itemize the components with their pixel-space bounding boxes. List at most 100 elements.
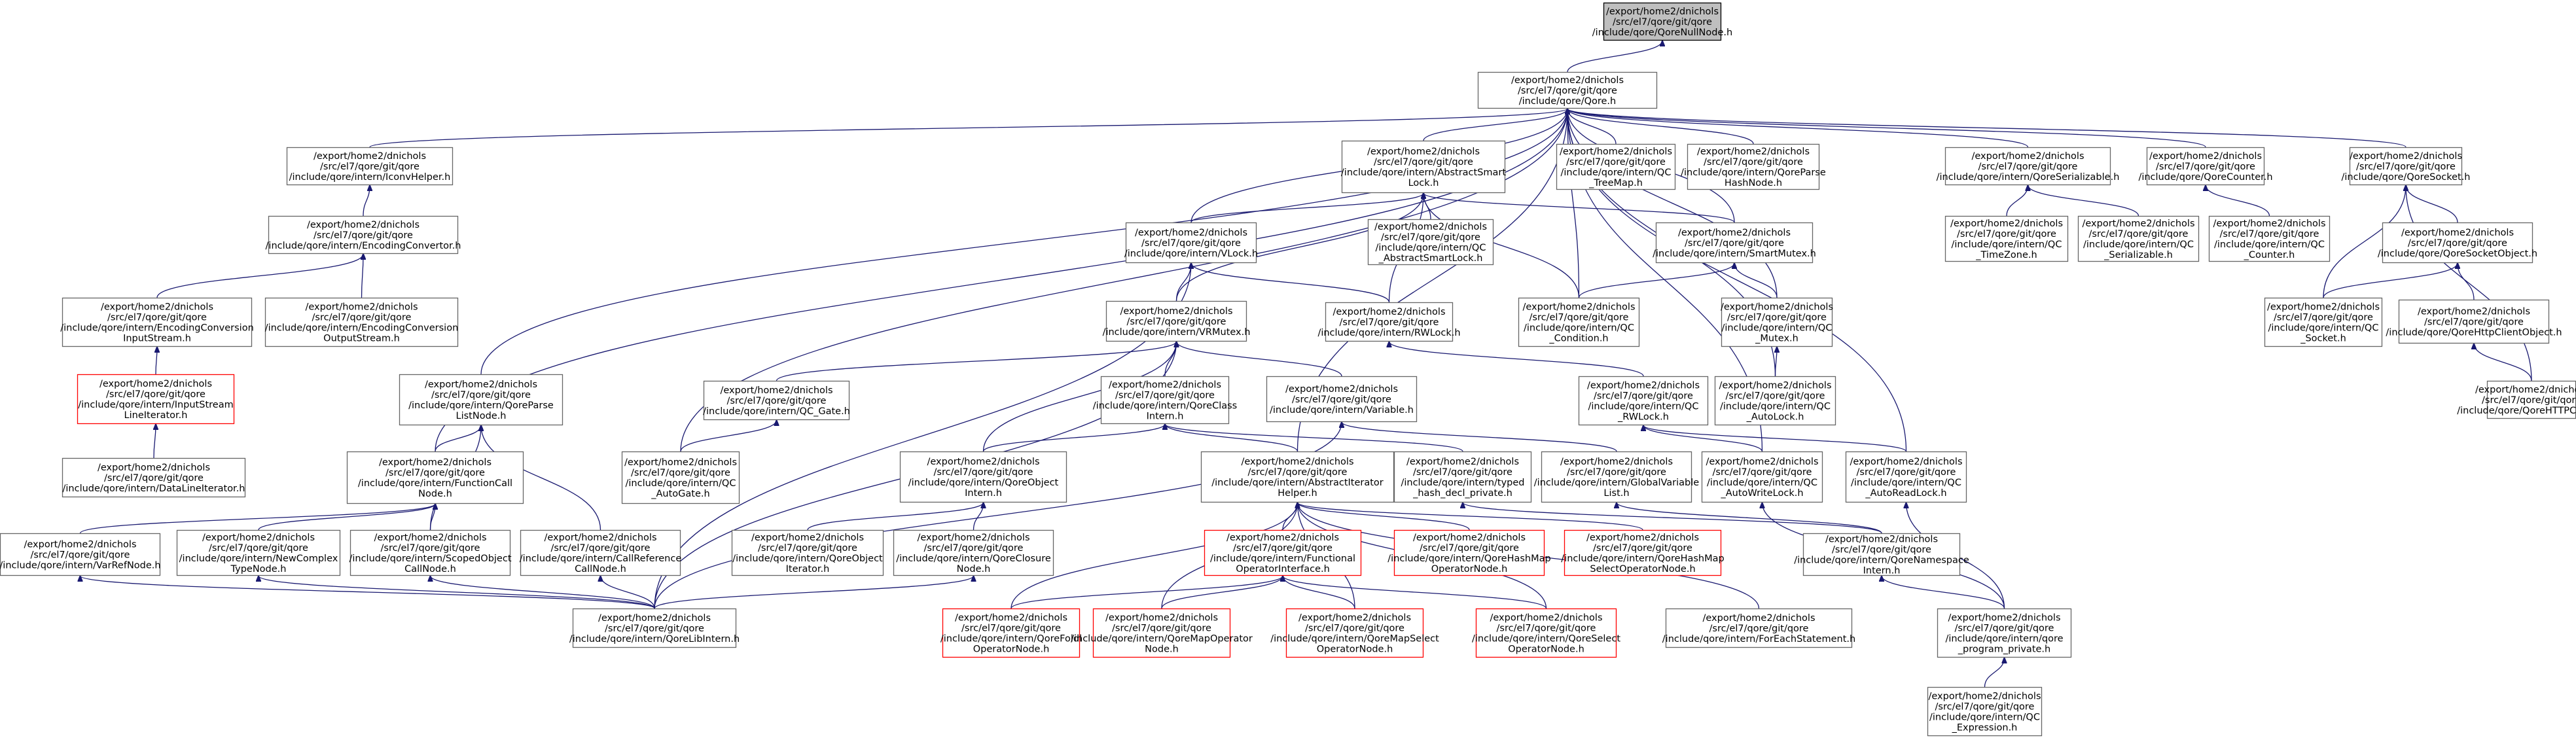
- node-parse_listnode[interactable]: /export/home2/dnichols/src/el7/qore/git/…: [399, 374, 564, 426]
- node-qc_abs_smart[interactable]: /export/home2/dnichols/src/el7/qore/git/…: [1367, 219, 1494, 266]
- node-namespace[interactable]: /export/home2/dnichols/src/el7/qore/git/…: [1794, 533, 1969, 576]
- node-call_ref[interactable]: /export/home2/dnichols/src/el7/qore/git/…: [520, 529, 682, 576]
- edge-foldl-to-functional: [1011, 576, 1283, 609]
- node-hashmap_sel[interactable]: /export/home2/dnichols/src/el7/qore/git/…: [1561, 529, 1725, 576]
- node-enc_in[interactable]: /export/home2/dnichols/src/el7/qore/git/…: [60, 297, 254, 347]
- node-http_client_obj[interactable]: /export/home2/dnichols/src/el7/qore/git/…: [2386, 299, 2562, 344]
- node-qore_counter[interactable]: /export/home2/dnichols/src/el7/qore/git/…: [2138, 147, 2273, 186]
- node-box: [1266, 376, 1418, 423]
- node-map_op[interactable]: /export/home2/dnichols/src/el7/qore/git/…: [1071, 608, 1253, 658]
- node-label-line: /include/qore/QoreHttpClientObject.h: [2386, 328, 2562, 338]
- node-qc_counter[interactable]: /export/home2/dnichols/src/el7/qore/git/…: [2208, 215, 2331, 262]
- node-box: [62, 297, 253, 347]
- edge-varref-to-function_call: [79, 504, 436, 534]
- edge-call_ref-to-parse_listnode: [481, 425, 601, 531]
- node-label-line: /include/qore/intern/QC: [1722, 323, 1833, 334]
- node-qc_timezone[interactable]: /export/home2/dnichols/src/el7/qore/git/…: [1944, 215, 2069, 262]
- edge-qore_counter-to-qore: [1567, 109, 2206, 148]
- node-label-line: /include/qore/intern/VRMutex.h: [1103, 327, 1251, 338]
- node-closure[interactable]: /export/home2/dnichols/src/el7/qore/git/…: [893, 529, 1054, 576]
- node-label-line: OperatorNode.h: [973, 644, 1050, 655]
- node-box: [1944, 147, 2111, 186]
- node-label-line: _Counter.h: [2244, 250, 2295, 260]
- edge-vrmutex-to-abs_smart: [1175, 193, 1424, 302]
- node-label-line: /export/home2/dnichols: [1242, 457, 1354, 467]
- edge-parse_hashnode-to-qore: [1567, 109, 1754, 145]
- node-variable[interactable]: /export/home2/dnichols/src/el7/qore/git/…: [1266, 376, 1418, 423]
- node-obj_iter[interactable]: /export/home2/dnichols/src/el7/qore/git/…: [731, 529, 884, 576]
- node-abs_iterator[interactable]: /export/home2/dnichols/src/el7/qore/git/…: [1200, 451, 1395, 503]
- node-scoped_obj[interactable]: /export/home2/dnichols/src/el7/qore/git/…: [349, 529, 512, 576]
- node-box: [62, 457, 246, 498]
- node-label-line: /export/home2/dnichols: [99, 379, 212, 389]
- node-abs_smart[interactable]: /export/home2/dnichols/src/el7/qore/git/…: [1341, 140, 1506, 194]
- node-new_complex[interactable]: /export/home2/dnichols/src/el7/qore/git/…: [176, 529, 341, 576]
- node-label-line: _Condition.h: [1548, 334, 1608, 344]
- node-vrmutex[interactable]: /export/home2/dnichols/src/el7/qore/git/…: [1103, 300, 1251, 342]
- node-qc_serializable[interactable]: /export/home2/dnichols/src/el7/qore/git/…: [2077, 215, 2200, 262]
- node-hashmap_op[interactable]: /export/home2/dnichols/src/el7/qore/git/…: [1387, 529, 1551, 576]
- node-qc_condition[interactable]: /export/home2/dnichols/src/el7/qore/git/…: [1518, 297, 1640, 347]
- node-parse_hashnode[interactable]: /export/home2/dnichols/src/el7/qore/git/…: [1681, 143, 1826, 190]
- node-label-line: /export/home2/dnichols: [1105, 613, 1218, 624]
- node-http_client[interactable]: /export/home2/dnichols/src/el7/qore/git/…: [2457, 380, 2576, 419]
- node-data_line[interactable]: /export/home2/dnichols/src/el7/qore/git/…: [62, 457, 246, 498]
- node-label-line: /export/home2/dnichols: [1560, 147, 1672, 157]
- node-root[interactable]: /export/home2/dnichols/src/el7/qore/git/…: [1592, 2, 1732, 41]
- node-select_op[interactable]: /export/home2/dnichols/src/el7/qore/git/…: [1472, 608, 1620, 658]
- node-in_line[interactable]: /export/home2/dnichols/src/el7/qore/git/…: [77, 374, 235, 425]
- node-iconv[interactable]: /export/home2/dnichols/src/el7/qore/git/…: [286, 147, 454, 186]
- node-qc_gate[interactable]: /export/home2/dnichols/src/el7/qore/git/…: [703, 380, 850, 421]
- node-qore[interactable]: /export/home2/dnichols/src/el7/qore/git/…: [1477, 71, 1658, 109]
- node-qore_class_intern[interactable]: /export/home2/dnichols/src/el7/qore/git/…: [1093, 376, 1237, 425]
- node-vlock[interactable]: /export/home2/dnichols/src/el7/qore/git/…: [1124, 222, 1258, 264]
- node-varref[interactable]: /export/home2/dnichols/src/el7/qore/git/…: [0, 533, 161, 576]
- node-label-line: /src/el7/qore/git/qore: [1832, 545, 1931, 555]
- node-socket_obj[interactable]: /export/home2/dnichols/src/el7/qore/git/…: [2378, 222, 2537, 264]
- node-typed_hash[interactable]: /export/home2/dnichols/src/el7/qore/git/…: [1393, 451, 1532, 503]
- node-label-line: /export/home2/dnichols: [1523, 302, 1636, 313]
- node-box: [1100, 376, 1230, 425]
- node-qc_socket[interactable]: /export/home2/dnichols/src/el7/qore/git/…: [2264, 297, 2383, 347]
- node-object_intern[interactable]: /export/home2/dnichols/src/el7/qore/git/…: [899, 451, 1067, 503]
- node-qc_autogate[interactable]: /export/home2/dnichols/src/el7/qore/git/…: [621, 451, 740, 504]
- edge-qc_autowrite-to-qc_rwlock: [1643, 425, 1763, 452]
- node-function_call[interactable]: /export/home2/dnichols/src/el7/qore/git/…: [346, 451, 524, 504]
- node-map_sel[interactable]: /export/home2/dnichols/src/el7/qore/git/…: [1270, 608, 1439, 658]
- edge-qc_autolock-to-qc_mutex: [1776, 347, 1778, 377]
- node-label-line: _hash_decl_private.h: [1412, 488, 1512, 499]
- node-qc_autolock[interactable]: /export/home2/dnichols/src/el7/qore/git/…: [1714, 376, 1836, 426]
- node-program_private[interactable]: /export/home2/dnichols/src/el7/qore/git/…: [1937, 608, 2072, 658]
- node-label-line: /src/el7/qore/git/qore: [2220, 229, 2319, 239]
- node-foldl[interactable]: /export/home2/dnichols/src/el7/qore/git/…: [940, 608, 1082, 658]
- edge-qc_serializable-to-qore_ser: [2028, 185, 2139, 217]
- node-foreach[interactable]: /export/home2/dnichols/src/el7/qore/git/…: [1662, 608, 1855, 648]
- node-label-line: /src/el7/qore/git/qore: [2274, 313, 2373, 323]
- node-functional[interactable]: /export/home2/dnichols/src/el7/qore/git/…: [1204, 529, 1362, 576]
- edge-iconv-to-qore: [369, 109, 1567, 148]
- node-label-line: /include/qore/intern/QC: [1524, 323, 1634, 334]
- node-qc_autowrite[interactable]: /export/home2/dnichols/src/el7/qore/git/…: [1701, 451, 1823, 503]
- node-enc_out[interactable]: /export/home2/dnichols/src/el7/qore/git/…: [265, 297, 459, 347]
- edge-global_var-to-variable: [1342, 422, 1617, 452]
- node-box: [346, 451, 524, 504]
- node-qore_ser[interactable]: /export/home2/dnichols/src/el7/qore/git/…: [1937, 147, 2120, 186]
- node-enc_conv[interactable]: /export/home2/dnichols/src/el7/qore/git/…: [266, 215, 461, 255]
- node-label-line: /src/el7/qore/git/qore: [1413, 467, 1512, 478]
- node-qc_autoread[interactable]: /export/home2/dnichols/src/el7/qore/git/…: [1845, 451, 1967, 503]
- node-qc_mutex[interactable]: /export/home2/dnichols/src/el7/qore/git/…: [1721, 297, 1833, 347]
- node-qc_rwlock[interactable]: /export/home2/dnichols/src/el7/qore/git/…: [1578, 376, 1709, 426]
- node-qc_expression[interactable]: /export/home2/dnichols/src/el7/qore/git/…: [1927, 686, 2043, 737]
- node-smart_mutex[interactable]: /export/home2/dnichols/src/el7/qore/git/…: [1653, 222, 1816, 264]
- node-rwlock[interactable]: /export/home2/dnichols/src/el7/qore/git/…: [1317, 302, 1461, 342]
- node-label-line: List.h: [1603, 488, 1629, 499]
- node-label-line: /export/home2/dnichols: [1298, 613, 1411, 624]
- node-label-line: /include/qore/intern/EncodingConversion: [60, 323, 254, 334]
- node-box: [1341, 140, 1506, 194]
- node-label-line: Node.h: [957, 564, 991, 574]
- node-libintern[interactable]: /export/home2/dnichols/src/el7/qore/git/…: [569, 608, 740, 648]
- node-qc_treemap[interactable]: /export/home2/dnichols/src/el7/qore/git/…: [1556, 143, 1676, 190]
- node-label-line: /include/qore/intern/QoreClass: [1093, 401, 1237, 412]
- node-qore_socket[interactable]: /export/home2/dnichols/src/el7/qore/git/…: [2341, 147, 2471, 186]
- node-global_var[interactable]: /export/home2/dnichols/src/el7/qore/git/…: [1534, 451, 1699, 503]
